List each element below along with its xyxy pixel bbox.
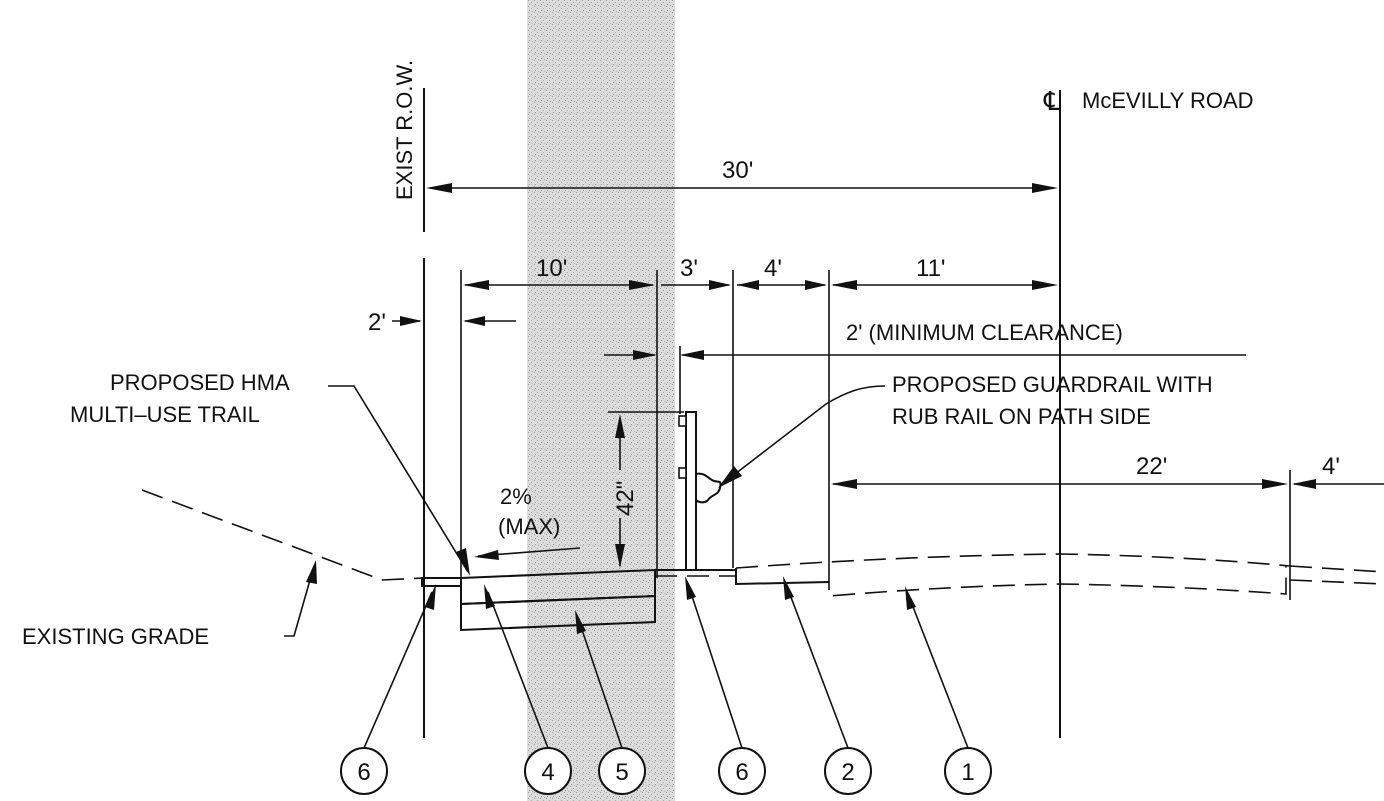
road-label: McEVILLY ROAD <box>1082 88 1254 113</box>
existing-grade-label: EXISTING GRADE <box>22 624 209 649</box>
dim-arrow <box>474 550 499 560</box>
dim-30-text: 30' <box>722 157 753 184</box>
dim-arrow <box>783 576 794 600</box>
clearance-label: 2' (MINIMUM CLEARANCE) <box>846 320 1123 345</box>
svg-text:4: 4 <box>541 759 554 786</box>
svg-text:1: 1 <box>961 759 974 786</box>
dim-11-text: 11' <box>916 255 946 282</box>
callout-circle: 6 <box>718 747 766 795</box>
callout-circle: 5 <box>598 747 646 795</box>
aggregate-base <box>460 594 656 632</box>
guardrail-label-1: PROPOSED GUARDRAIL WITH <box>892 372 1213 397</box>
guardrail-block <box>678 467 687 479</box>
dim-arrow <box>425 584 436 610</box>
dim-4-text: 4' <box>764 255 782 282</box>
svg-text:5: 5 <box>615 759 628 786</box>
callout-leader <box>785 583 849 749</box>
dim-arrow <box>426 183 452 193</box>
callout-circle: 1 <box>944 747 992 795</box>
slope-pct: 2% <box>500 484 532 509</box>
dim-4r-text: 4' <box>1322 453 1340 480</box>
dim-arrow <box>718 466 742 488</box>
dim-arrow <box>805 280 827 290</box>
callout-leader <box>687 583 743 749</box>
dim-arrow <box>685 576 696 600</box>
right-shoulder-line <box>1289 565 1384 573</box>
slope-max: (MAX) <box>498 514 560 539</box>
dim-arrow <box>629 280 655 290</box>
dim-arrow <box>709 280 731 290</box>
svg-text:6: 6 <box>357 759 370 786</box>
dim-arrow <box>456 548 470 576</box>
callout-circle: 6 <box>340 747 388 795</box>
hma-label-1: PROPOSED HMA <box>110 370 290 395</box>
dim-arrow <box>680 350 704 360</box>
callout-leader <box>363 591 433 749</box>
existing-grade-line <box>141 489 383 581</box>
dim-arrow <box>831 479 857 489</box>
callout-leader <box>907 593 969 749</box>
dim-arrow <box>1032 280 1058 290</box>
existing-grade-line <box>381 577 425 581</box>
rub-rail-icon <box>695 472 722 504</box>
dim-arrow <box>831 280 857 290</box>
callout-leader <box>577 617 623 749</box>
dim-arrow <box>737 280 759 290</box>
guardrail-post <box>685 411 697 571</box>
rail-height-text: 42" <box>612 481 639 516</box>
shoulder-wedge <box>421 577 462 587</box>
dim-arrow <box>400 316 422 326</box>
dim-arrow <box>1262 479 1288 489</box>
dim-10-text: 10' <box>536 255 567 282</box>
dim-arrow <box>615 414 625 438</box>
dim-arrow <box>615 544 625 568</box>
svg-text:2: 2 <box>841 759 854 786</box>
dim-arrow <box>633 350 657 360</box>
dim-arrow <box>1032 183 1058 193</box>
dim-arrow <box>484 584 495 609</box>
svg-text:6: 6 <box>735 759 748 786</box>
dim-arrow <box>463 316 485 326</box>
dim-arrow <box>905 586 916 610</box>
road-crown-line <box>735 553 1291 569</box>
existing-grade-leader <box>284 565 315 637</box>
centerline-symbol: ℄ <box>1043 86 1061 116</box>
dim-22-text: 22' <box>1136 453 1167 480</box>
shoulder-profile <box>735 568 830 586</box>
guardrail-block <box>678 415 687 427</box>
hma-leader <box>328 385 469 573</box>
dim-arrow <box>463 280 489 290</box>
row-label: EXIST R.O.W. <box>392 60 417 200</box>
callout-circle: 4 <box>524 747 572 795</box>
dim-arrow <box>575 610 586 634</box>
hma-label-2: MULTI–USE TRAIL <box>70 402 260 427</box>
dim-arrow <box>1292 479 1316 489</box>
road-base-line <box>828 566 1287 597</box>
dim-2-text: 2' <box>368 309 386 336</box>
dim-3-text: 3' <box>680 255 698 282</box>
shaded-band <box>527 0 675 801</box>
guardrail-leader <box>721 385 886 485</box>
callout-circle: 2 <box>824 747 872 795</box>
right-shoulder-base <box>1289 579 1384 585</box>
guardrail-label-2: RUB RAIL ON PATH SIDE <box>892 404 1151 429</box>
callout-leader <box>487 591 549 749</box>
dim-arrow <box>306 560 317 584</box>
